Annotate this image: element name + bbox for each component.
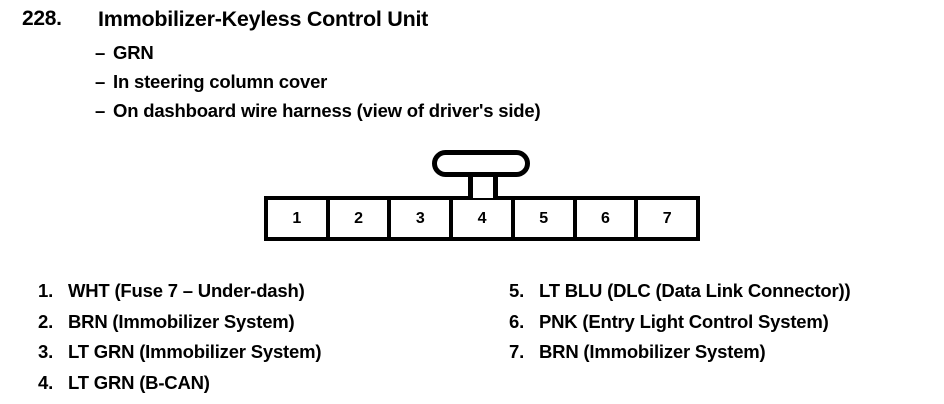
pin-number: 3 [415,209,425,227]
pin-cell: 1 [268,200,330,237]
pin-legend-row: 2. BRN (Immobilizer System) [38,307,498,338]
detail-line-text: GRN [113,42,154,63]
connector-pin-row: 1 2 3 4 5 6 7 [264,196,700,241]
pin-legend-label: LT GRN (B-CAN) [68,371,210,393]
dash-bullet-icon: – [95,71,106,92]
pin-legend-row: 5. LT BLU (DLC (Data Link Connector)) [509,276,939,307]
pin-cell: 5 [514,200,577,237]
detail-line: – On dashboard wire harness (view of dri… [95,96,915,125]
pin-number: 2 [354,209,364,227]
detail-list: – GRN – In steering column cover – On da… [95,38,915,125]
pin-number: 7 [662,209,672,227]
pin-legend-label: BRN (Immobilizer System) [68,310,295,332]
pin-legend-label: WHT (Fuse 7 – Under-dash) [68,280,305,301]
pin-legend-left-column: 1. WHT (Fuse 7 – Under-dash) 2. BRN (Imm… [38,276,498,398]
pin-legend-index: 2. [38,310,54,332]
pin-legend-index: 3. [38,341,54,362]
connector-locking-tab-icon [432,150,530,177]
detail-line-text: In steering column cover [113,71,328,92]
pin-number: 4 [477,209,487,227]
pin-legend-label: LT BLU (DLC (Data Link Connector)) [539,280,851,301]
entry-number: 228. [22,7,62,30]
pin-legend-index: 4. [38,371,54,393]
pin-legend-label: PNK (Entry Light Control System) [539,310,829,332]
page-header: 228. Immobilizer-Keyless Control Unit [22,6,922,36]
detail-line-text: On dashboard wire harness (view of drive… [113,100,541,121]
pin-legend-row: 6. PNK (Entry Light Control System) [509,307,939,338]
pin-cell: 4 [453,200,515,237]
pin-legend-row: 4. LT GRN (B-CAN) [38,368,498,399]
dash-bullet-icon: – [95,42,106,63]
pin-legend-index: 5. [509,280,525,301]
pin-number: 1 [292,209,302,227]
pin-legend-index: 1. [38,280,54,301]
pin-legend-label: BRN (Immobilizer System) [539,341,766,362]
pin-legend-row: 3. LT GRN (Immobilizer System) [38,337,498,368]
pin-legend-row: 7. BRN (Immobilizer System) [509,337,939,368]
detail-line: – GRN [95,38,915,67]
pin-cell: 2 [329,200,392,237]
pin-legend-label: LT GRN (Immobilizer System) [68,341,322,362]
detail-line: – In steering column cover [95,67,915,96]
pin-legend-index: 7. [509,341,525,362]
pin-number: 5 [539,209,549,227]
connector-diagram: 1 2 3 4 5 6 7 [264,150,704,245]
page-title: Immobilizer-Keyless Control Unit [98,7,429,31]
pin-cell: 7 [638,200,697,237]
pin-cell: 3 [391,200,454,237]
pin-legend-index: 6. [509,310,525,332]
dash-bullet-icon: – [95,100,106,121]
pin-legend-right-column: 5. LT BLU (DLC (Data Link Connector)) 6.… [509,276,939,368]
pin-cell: 6 [576,200,639,237]
pin-legend-row: 1. WHT (Fuse 7 – Under-dash) [38,276,498,307]
pin-number: 6 [601,209,610,227]
